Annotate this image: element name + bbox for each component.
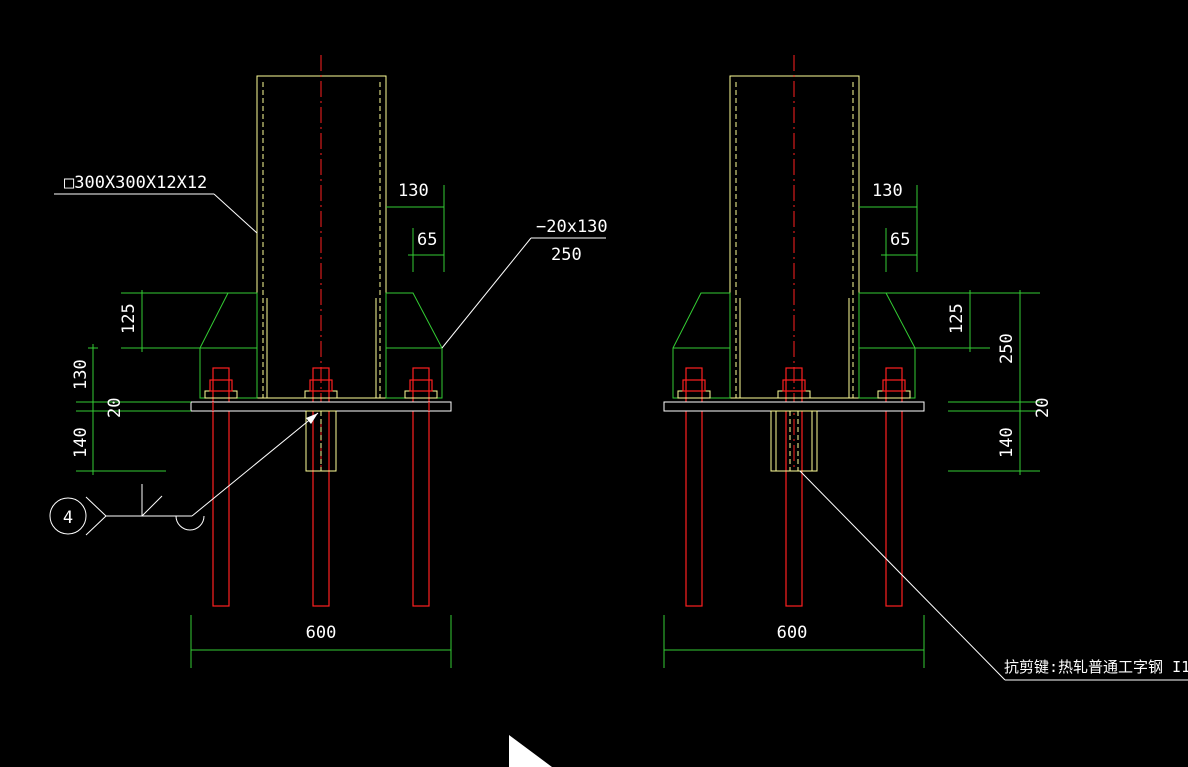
weld-arrow-head — [306, 413, 318, 424]
left-stiffener-right — [385, 292, 443, 399]
left-dim-130-vertical: 130 — [71, 359, 91, 390]
left-anchor-bolt-2 — [312, 367, 330, 607]
right-anchor-bolt-1 — [685, 367, 703, 607]
right-dim-125: 125 — [947, 303, 967, 334]
right-base-plate — [663, 401, 925, 412]
right-dim-65: 65 — [890, 230, 910, 250]
right-stiffener-right — [858, 292, 916, 399]
left-dim-125: 125 — [119, 303, 139, 334]
right-dim-140: 140 — [997, 427, 1017, 458]
right-dim-600-text: 600 — [777, 623, 808, 643]
left-dim-65: 65 — [417, 230, 437, 250]
right-anchor-bolt-3 — [885, 367, 903, 607]
left-dim-600-text: 600 — [306, 623, 337, 643]
left-dim-130-top: 130 — [398, 181, 429, 201]
left-anchor-bolt-1 — [212, 367, 230, 607]
left-dim-140: 140 — [71, 427, 91, 458]
weld-reference-number: 4 — [63, 508, 73, 528]
left-section-label: □300X300X12X12 — [64, 173, 207, 193]
right-shear-key-ibeam — [770, 410, 818, 472]
left-washer-3 — [404, 390, 438, 399]
shear-key-leader — [799, 470, 1006, 681]
left-nut-1 — [209, 379, 233, 392]
left-nut-3 — [409, 379, 433, 392]
right-dim-20: 20 — [1033, 398, 1053, 418]
shear-key-label: 抗剪键:热轧普通工字钢 I10 — [1004, 658, 1188, 676]
weld-reference-circle — [49, 497, 87, 535]
left-stiffener-label-top: −20x130 — [536, 217, 608, 237]
left-stiffener-label-bottom: 250 — [551, 245, 582, 265]
weld-all-around-symbol — [175, 515, 205, 531]
left-column-base-view: 600 130 65 125 130 20 140 □300X300X12X12… — [49, 55, 608, 668]
right-dim-130: 130 — [872, 181, 903, 201]
right-anchor-bolt-2 — [785, 367, 803, 607]
right-dim-250: 250 — [997, 333, 1017, 364]
ucs-indicator-icon — [509, 735, 552, 767]
left-base-plate — [190, 401, 452, 412]
left-anchor-bolt-3 — [412, 367, 430, 607]
right-column-base-view: 600 130 65 125 250 20 140 抗剪键:热轧普通工字钢 I1… — [663, 55, 1188, 681]
left-nut-2 — [309, 379, 333, 392]
weld-arrow-leader — [191, 412, 319, 517]
left-washer-1 — [204, 390, 238, 399]
left-dim-20: 20 — [105, 398, 125, 418]
